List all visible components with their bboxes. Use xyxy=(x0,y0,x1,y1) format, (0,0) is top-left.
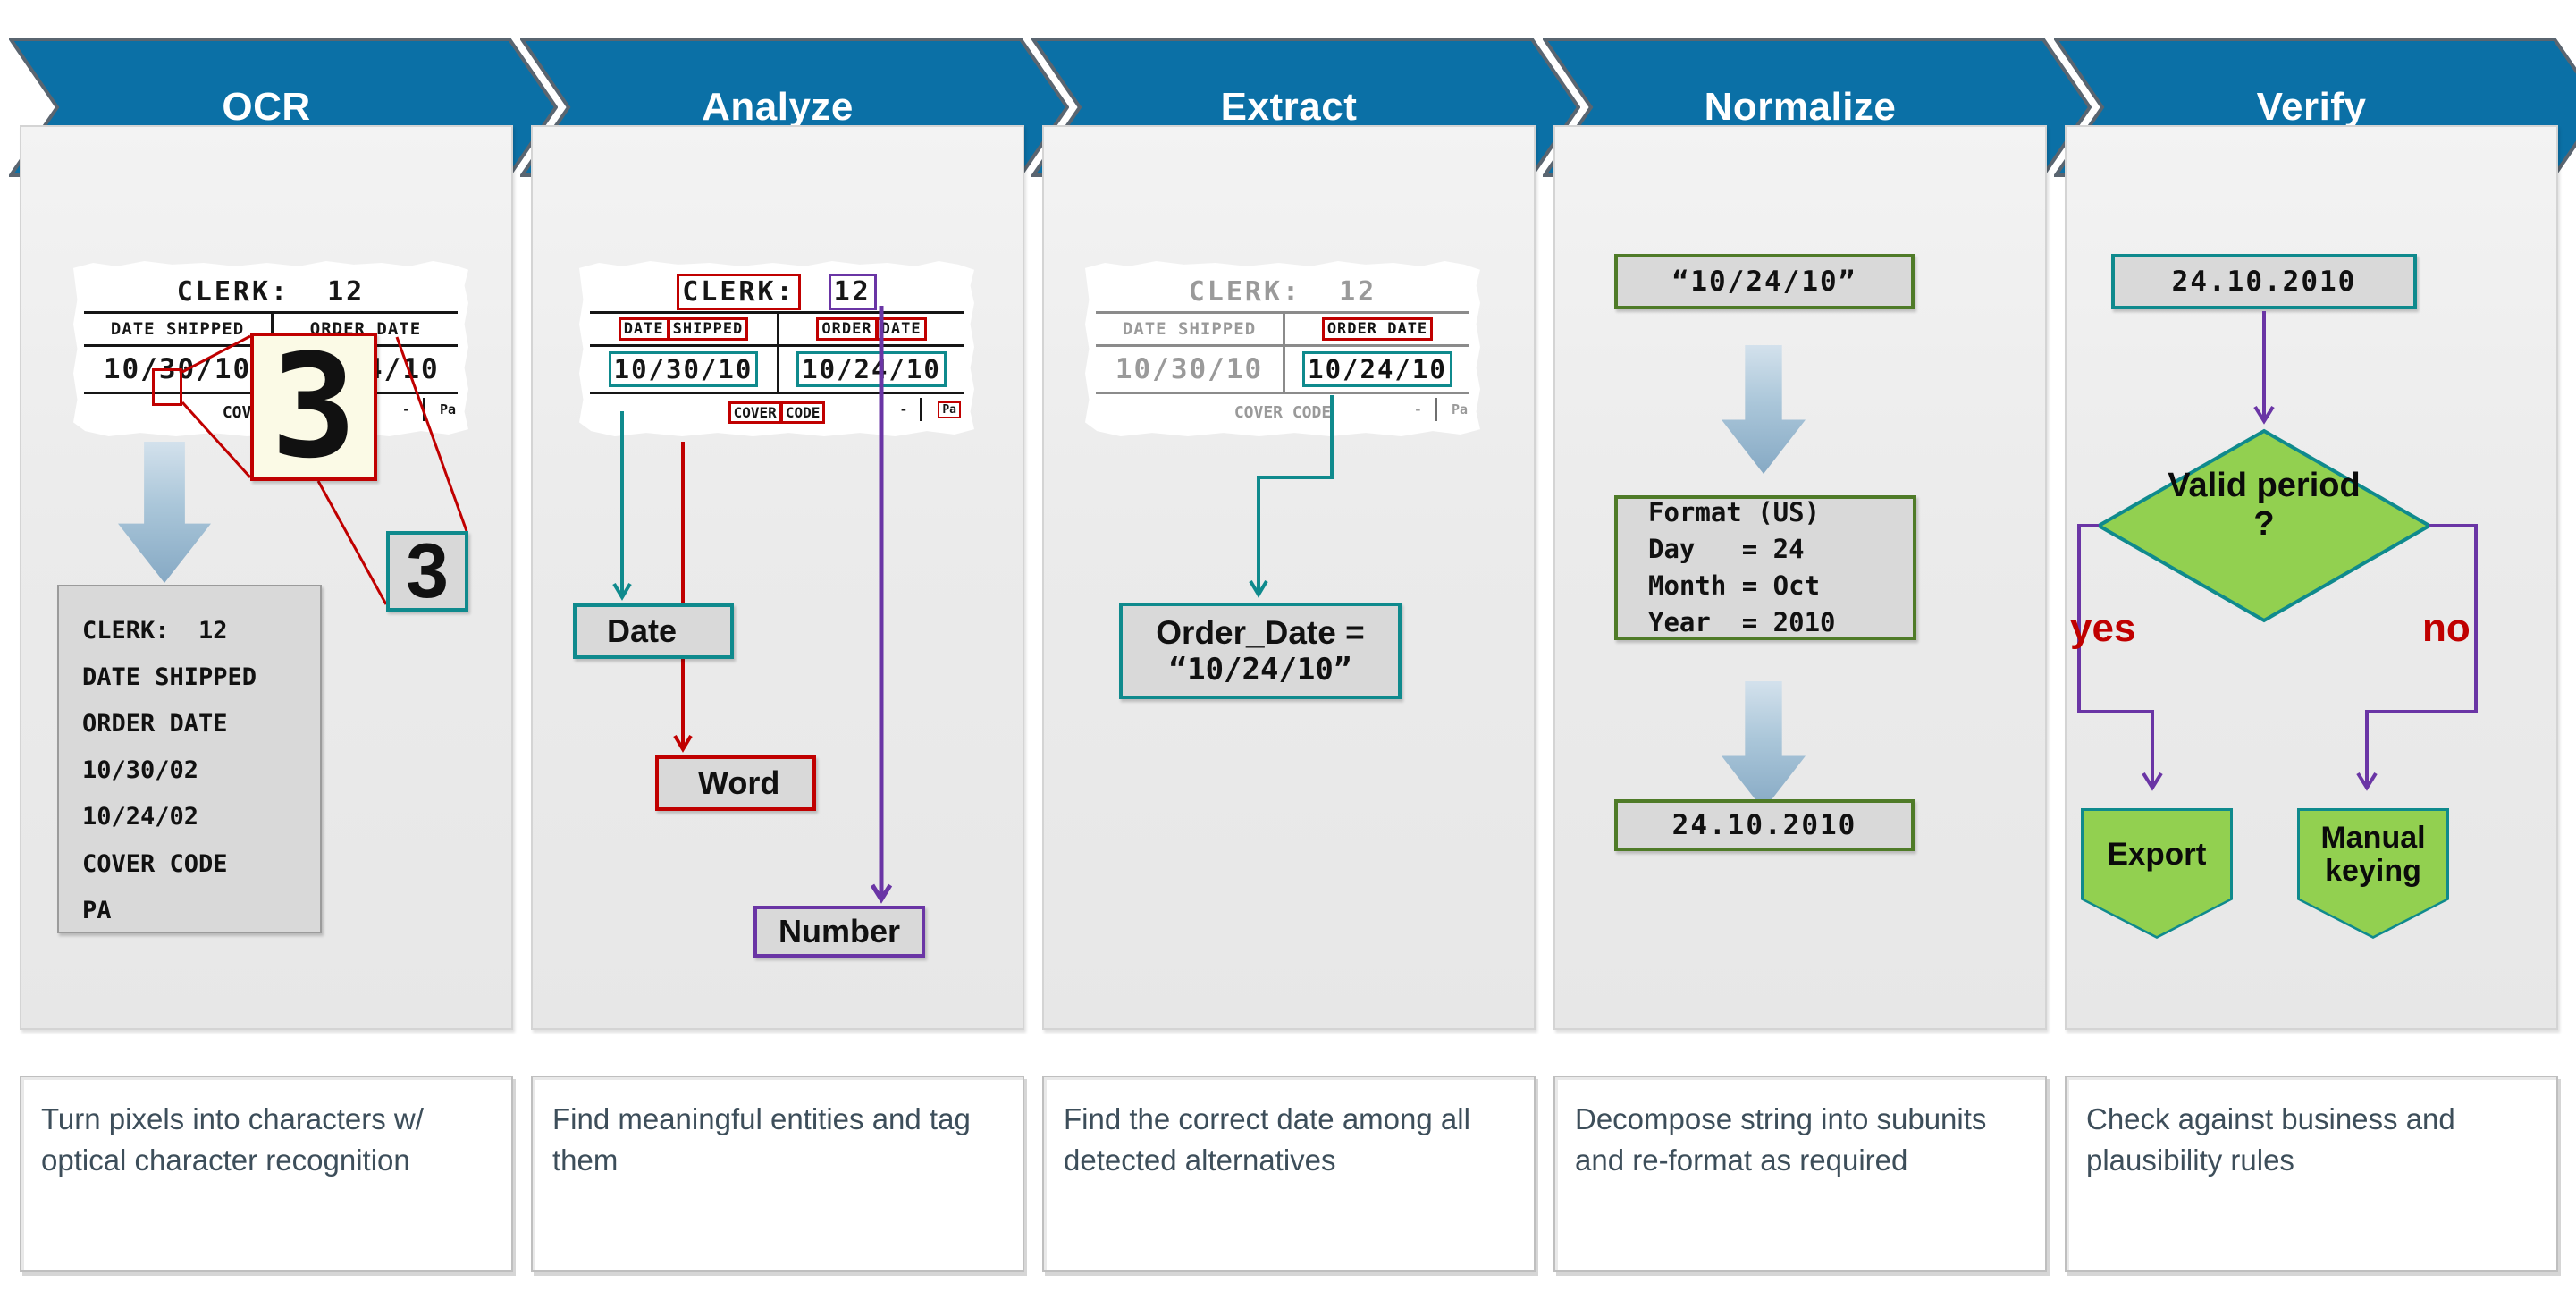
format-line: Month = Oct xyxy=(1648,570,1821,601)
doc-footer-dash: - xyxy=(401,401,410,418)
down-arrow-icon xyxy=(118,442,211,583)
analyze-arrows xyxy=(612,306,893,904)
stage-title-extract: Extract xyxy=(1220,85,1358,129)
doc-header-date-shipped: DATE SHIPPED xyxy=(84,314,271,347)
doc-clerk-label: CLERK: xyxy=(176,275,290,308)
extract-result-value: “10/24/10” xyxy=(1168,652,1352,688)
normalize-input-box: “10/24/10” xyxy=(1614,254,1915,309)
scanned-document-faded: CLERK: 12 DATE SHIPPED ORDER DATE 10/30/… xyxy=(1085,261,1480,436)
description-verify: Check against business and plausibility … xyxy=(2065,1076,2558,1272)
export-node: Export xyxy=(2081,808,2233,939)
selected-field-value: 10/24/10 xyxy=(1302,351,1452,387)
ocr-line: 10/24/02 xyxy=(82,803,199,831)
selected-field-label: ORDER DATE xyxy=(1321,317,1434,341)
format-line: Format (US) xyxy=(1648,496,1821,527)
doc-header-order-date: ORDER DATE xyxy=(1283,314,1469,347)
tagged-clerk-number: 12 xyxy=(828,273,877,310)
panel-verify: 24.10.2010 Valid period ? yes no Export … xyxy=(2065,125,2558,1030)
branch-no-label: no xyxy=(2422,606,2471,650)
down-arrow-icon xyxy=(1722,681,1806,810)
magnified-char: 3 xyxy=(270,323,358,490)
stage-title-analyze: Analyze xyxy=(702,85,854,129)
ocr-line: ORDER DATE xyxy=(82,710,228,738)
extract-result-name: Order_Date = xyxy=(1156,614,1365,651)
doc-date-shipped: 10/30/10 xyxy=(590,347,777,394)
format-line: Day = 24 xyxy=(1648,533,1805,564)
description-normalize: Decompose string into subunits and re-fo… xyxy=(1553,1076,2047,1272)
doc-header-date-shipped: DATE SHIPPED xyxy=(1096,314,1283,347)
tagged-word-shipped: SHIPPED xyxy=(667,317,749,341)
export-node-label: Export xyxy=(2107,836,2207,872)
doc-order-date: 10/24/10 xyxy=(1283,347,1469,394)
description-ocr: Turn pixels into characters w/ optical c… xyxy=(20,1076,513,1272)
tagged-word-cover: COVER xyxy=(728,401,782,424)
tagged-clerk: CLERK: xyxy=(677,273,801,310)
entity-tag-date: Date xyxy=(573,603,734,659)
char-focus-box xyxy=(152,368,182,406)
down-arrow-icon xyxy=(1722,345,1806,474)
ocr-line: DATE SHIPPED xyxy=(82,663,257,692)
tagged-word-date: DATE xyxy=(618,317,669,341)
stage-title-verify: Verify xyxy=(2256,85,2367,129)
description-extract: Find the correct date among all detected… xyxy=(1042,1076,1536,1272)
doc-footer-pa: Pa xyxy=(439,401,456,418)
extract-result-box: Order_Date = “10/24/10” xyxy=(1119,603,1402,699)
tagged-word-pa: Pa xyxy=(938,401,961,418)
tagged-date-shipped: 10/30/10 xyxy=(608,351,759,387)
normalize-output-box: 24.10.2010 xyxy=(1614,799,1915,851)
panel-extract: CLERK: 12 DATE SHIPPED ORDER DATE 10/30/… xyxy=(1042,125,1536,1030)
normalize-decomposition-box: Format (US) Day = 24 Month = Oct Year = … xyxy=(1614,495,1916,640)
panel-normalize: “10/24/10” Format (US) Day = 24 Month = … xyxy=(1553,125,2047,1030)
stage-title-ocr: OCR xyxy=(222,85,311,129)
decision-label: Valid period ? xyxy=(2168,467,2361,543)
doc-clerk-value: 12 xyxy=(327,275,366,308)
manual-keying-node-label: Manual keying xyxy=(2320,820,2426,888)
entity-tag-word: Word xyxy=(655,755,816,811)
verify-input-box: 24.10.2010 xyxy=(2111,254,2417,309)
entity-tag-number: Number xyxy=(753,906,925,958)
manual-keying-node: Manual keying xyxy=(2297,808,2449,939)
doc-footer-tick xyxy=(422,398,425,421)
extract-connector xyxy=(1249,395,1334,598)
tagged-word-date2: DATE xyxy=(875,317,927,341)
panel-ocr: CLERK: 12 DATE SHIPPED ORDER DATE 10/30/… xyxy=(20,125,513,1030)
stage-title-normalize: Normalize xyxy=(1704,85,1897,129)
doc-clerk-row: CLERK: 12 xyxy=(73,261,468,311)
doc-footer: COVER CODE -Pa xyxy=(1096,394,1469,430)
doc-date-shipped: 10/30/10 xyxy=(1096,347,1283,394)
description-analyze: Find meaningful entities and tag them xyxy=(531,1076,1024,1272)
ocr-output-box: CLERK: 12 DATE SHIPPED ORDER DATE 10/30/… xyxy=(57,585,322,933)
recognized-char-box: 3 xyxy=(386,528,468,614)
tagged-order-date: 10/24/10 xyxy=(796,351,947,387)
tagged-word-code: CODE xyxy=(779,401,826,424)
branch-yes-label: yes xyxy=(2070,606,2136,650)
ocr-line: 10/30/02 xyxy=(82,756,199,785)
tagged-word-order: ORDER xyxy=(816,317,878,341)
magnified-char-box: 3 xyxy=(250,333,377,481)
doc-order-date: 10/24/10 xyxy=(777,347,964,394)
ocr-line: PA xyxy=(82,896,112,924)
ocr-line: COVER CODE xyxy=(82,849,228,878)
ocr-line: CLERK: 12 xyxy=(82,617,228,645)
format-line: Year = 2010 xyxy=(1648,607,1836,638)
recognized-char: 3 xyxy=(406,527,449,614)
